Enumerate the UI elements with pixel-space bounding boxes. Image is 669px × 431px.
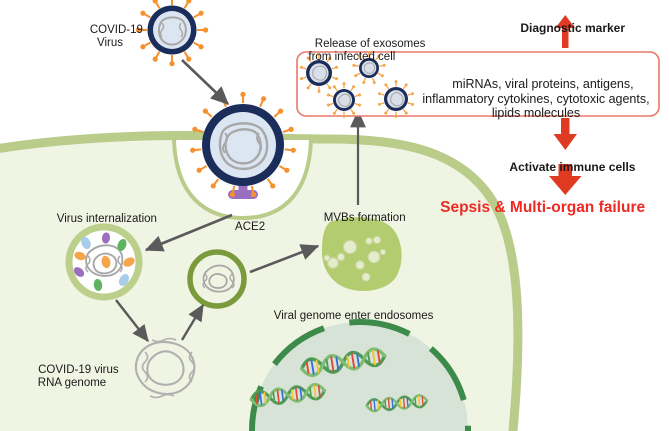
internalization-vesicle — [65, 223, 143, 301]
label-activate-immune-cells: Activate immune cells — [509, 160, 636, 175]
label-sepsis-multi-organ-failure: Sepsis & Multi-organ failure — [440, 199, 646, 217]
exosome-particles — [298, 50, 416, 119]
arrow-virus-to-membrane — [181, 59, 229, 105]
label-ace2: ACE2 — [235, 220, 266, 233]
rna-genome — [134, 337, 196, 399]
arrow-membrane-to-internalization — [144, 213, 233, 252]
label-virus-internalization: Virus internalization — [56, 212, 157, 225]
red-arrow-to-activate-immune — [553, 118, 577, 150]
mvb-organelle — [321, 217, 402, 291]
label-diagnostic-marker: Diagnostic marker — [520, 21, 626, 36]
label-cargo-contents: miRNAs, viral proteins, antigens, inflam… — [422, 76, 650, 121]
label-release-exosomes: Release of exosomes from infected cell — [308, 37, 426, 64]
label-viral-genome-enter-endosomes: Viral genome enter endosomes — [273, 309, 434, 322]
endosome-with-genome — [187, 249, 247, 309]
label-rna-genome: COVID-19 virus RNA genome — [37, 363, 119, 390]
label-covid-virus: COVID-19 Virus — [89, 23, 143, 50]
red-arrow-to-sepsis — [549, 164, 582, 195]
virus-bound-to-cell — [188, 90, 298, 199]
arrow-rna-to-endosome — [180, 303, 205, 341]
red-arrow-to-diagnostic-marker — [555, 15, 575, 48]
virus-free-particle — [134, 0, 210, 68]
label-mvbs-formation: MVBs formation — [323, 211, 406, 224]
arrow-endosome-to-mvb — [249, 244, 320, 274]
arrow-vesicle-to-rna — [115, 299, 149, 342]
